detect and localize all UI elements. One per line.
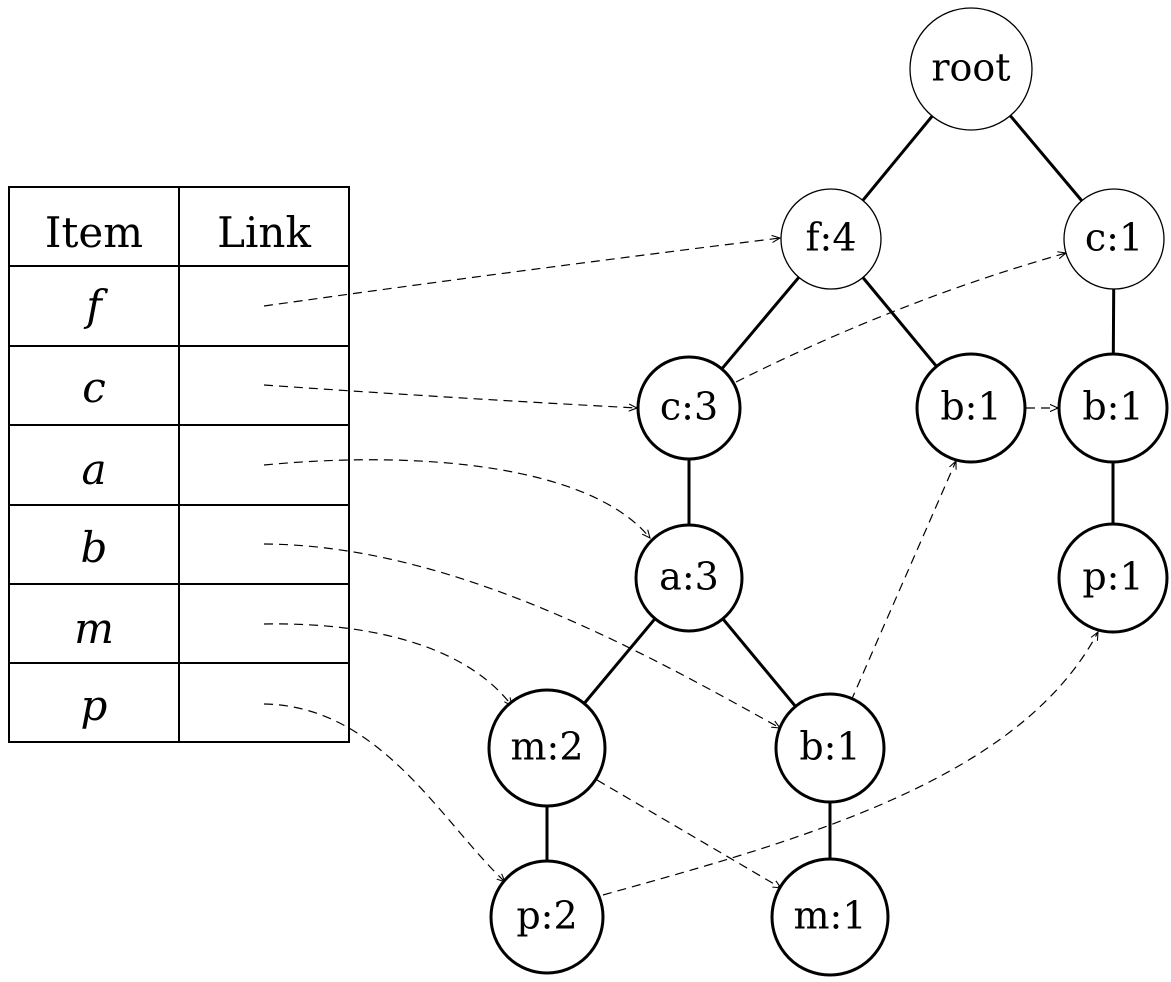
- tree-node-circle: [1063, 188, 1165, 290]
- tree-node-circle: [489, 859, 605, 975]
- tree-node-c1: c:1: [1063, 188, 1165, 290]
- link-a-to-a3: [263, 459, 650, 538]
- tree-edge-f4-b1a: [861, 276, 938, 368]
- tree-node-circle: [774, 692, 886, 804]
- tree-node-circle: [1057, 352, 1169, 464]
- node-links: [263, 238, 1098, 896]
- tree-node-root: root: [909, 7, 1033, 131]
- tree-node-f4: f:4: [780, 188, 882, 290]
- tree-node-circle: [770, 857, 890, 977]
- table-item-c: c: [82, 363, 106, 412]
- link-p2-to-p1: [602, 632, 1098, 896]
- tree-node-circle: [915, 352, 1027, 464]
- tree-node-label: p:2: [516, 894, 577, 938]
- tree-node-a3: a:3: [634, 523, 744, 633]
- tree-edge-a3-m2: [583, 617, 657, 705]
- header-table: Item Link f c a b m p: [8, 186, 350, 743]
- tree-node-m2: m:2: [487, 688, 607, 808]
- table-item-b: b: [81, 523, 108, 572]
- tree-edge-f4-c3: [720, 276, 800, 370]
- link-b-to-b1c: [263, 543, 780, 728]
- tree-edges: [545, 114, 1116, 861]
- tree-node-c3: c:3: [636, 355, 742, 461]
- tree-edge-a3-b1c: [721, 617, 797, 708]
- table-item-a: a: [81, 445, 106, 494]
- tree-node-circle: [636, 355, 742, 461]
- tree-node-p2: p:2: [489, 859, 605, 975]
- table-header-link: Link: [217, 208, 311, 257]
- tree-node-circle: [487, 688, 607, 808]
- tree-node-circle: [634, 523, 744, 633]
- tree-node-label: root: [931, 46, 1010, 90]
- tree-node-label: b:1: [940, 385, 1001, 429]
- link-m2-to-m1: [596, 779, 781, 888]
- tree-node-b1c: b:1: [774, 692, 886, 804]
- tree-node-circle: [909, 7, 1033, 131]
- table-item-m: m: [74, 604, 114, 653]
- tree-node-label: f:4: [805, 216, 856, 260]
- tree-node-m1: m:1: [770, 857, 890, 977]
- tree-node-circle: [1057, 522, 1169, 634]
- tree-nodes: root f:4 c:1 c:3 b:1 b:1 a:3 p:1 m:2 b:1 p:2 m:1: [487, 7, 1169, 977]
- tree-edge-root-c1: [1009, 114, 1083, 202]
- table-header-item: Item: [45, 208, 143, 257]
- link-c3-to-c1: [735, 253, 1066, 383]
- table-item-p: p: [81, 681, 108, 730]
- table-item-f: f: [83, 281, 108, 330]
- tree-node-p1: p:1: [1057, 522, 1169, 634]
- tree-node-label: m:1: [793, 894, 866, 938]
- tree-node-label: a:3: [659, 555, 719, 599]
- link-p-to-p2: [263, 703, 505, 882]
- tree-node-b1b: b:1: [1057, 352, 1169, 464]
- tree-node-label: b:1: [1082, 385, 1143, 429]
- tree-node-label: c:1: [1085, 216, 1143, 260]
- tree-node-label: p:1: [1082, 555, 1143, 599]
- link-c-to-c3: [263, 384, 637, 408]
- link-m-to-m2: [263, 623, 512, 706]
- tree-node-b1a: b:1: [915, 352, 1027, 464]
- tree-node-label: b:1: [799, 725, 860, 769]
- tree-node-label: m:2: [510, 725, 583, 769]
- link-b1c-to-b1a: [850, 461, 956, 702]
- link-f-to-f4: [263, 238, 780, 307]
- tree-node-circle: [780, 188, 882, 290]
- tree-node-label: c:3: [660, 385, 718, 429]
- tree-edge-root-f4: [861, 115, 934, 202]
